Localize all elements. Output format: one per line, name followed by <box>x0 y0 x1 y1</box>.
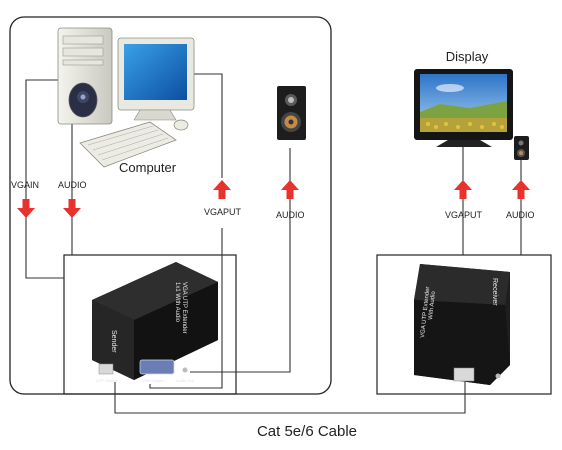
pc-screen <box>124 44 187 100</box>
receiver-audio-arrow <box>512 180 530 199</box>
audio-out-sender-label: AUDIO <box>276 210 305 220</box>
cat-cable-line <box>115 382 465 413</box>
audio-in-arrow <box>63 199 81 218</box>
cable-label: Cat 5e/6 Cable <box>257 423 357 440</box>
sender-vga-port <box>140 360 174 374</box>
speaker-illustration <box>277 86 306 140</box>
display-illustration <box>414 69 529 160</box>
vga-out-arrow <box>213 180 231 199</box>
vga-in-arrow <box>17 199 35 218</box>
computer-label: Computer <box>119 160 177 175</box>
sender-utp-port-label: UTP Output <box>96 378 118 383</box>
sender-audio-port-label: Audio Out <box>176 378 195 383</box>
vga-out-receiver-label: VGAPUT <box>445 210 483 220</box>
sender-model-line2: 1x1 With Audio <box>174 282 180 323</box>
sender-utp-port <box>99 364 113 374</box>
computer-illustration <box>58 28 194 167</box>
audio-out-arrow <box>281 180 299 199</box>
pc-mouse <box>174 120 188 130</box>
sender-audio-port <box>183 368 188 373</box>
audio-in-label: AUDIO <box>58 180 87 190</box>
vga-out-sender-label: VGAPUT <box>204 207 242 217</box>
sender-name: Sender <box>110 330 117 353</box>
audio-out-receiver-label: AUDIO <box>506 210 535 220</box>
receiver-vga-arrow <box>454 180 472 199</box>
sender-model-line1: VGA UTP Extender <box>181 282 187 334</box>
receiver-name: Receiver <box>491 278 498 306</box>
receiver-audio-port <box>496 374 501 379</box>
sender-device <box>92 262 218 380</box>
sender-vga-port-label: VGA Output <box>142 378 164 383</box>
vga-in-label: VGAIN <box>11 180 39 190</box>
receiver-utp-port <box>454 368 474 381</box>
display-label: Display <box>446 49 489 64</box>
